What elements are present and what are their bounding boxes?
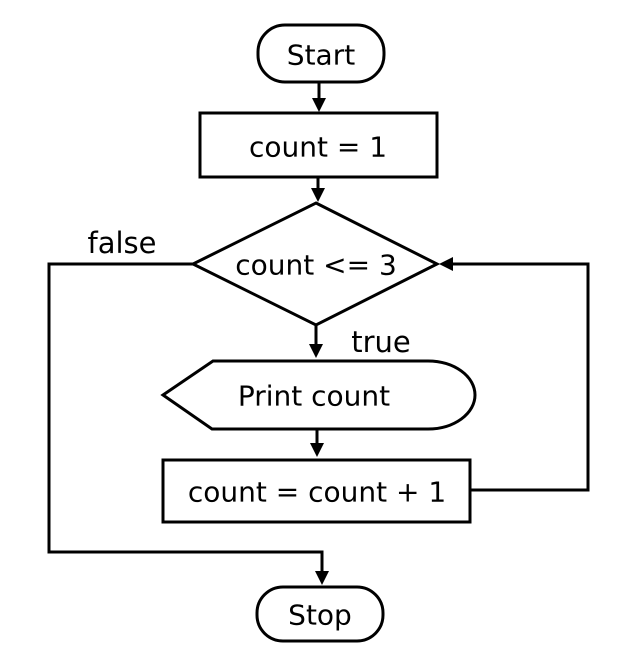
branch-label-false: false [88,226,157,260]
node-init: count = 1 [198,111,439,179]
edge-decision-false-to-stop [47,262,329,585]
edge-init-to-decision [311,177,325,202]
node-start: Start [256,23,386,84]
arrow-down-icon [311,188,325,202]
edge-start-to-init [312,82,326,112]
arrow-down-icon [315,571,329,585]
edge-line [452,262,590,492]
edge-increment-loop-to-decision [439,257,590,492]
edge-decision-true-to-print [309,325,323,358]
branch-label-true: true [351,325,411,359]
node-decision-label: count <= 3 [235,249,397,282]
node-print-label: Print count [238,380,390,413]
edge-print-to-increment [310,429,324,457]
node-decision: count <= 3 [189,201,441,327]
arrow-left-icon [439,257,453,271]
node-increment: count = count + 1 [161,458,472,524]
display-shape [160,359,477,431]
node-increment-label: count = count + 1 [188,476,446,509]
node-stop: Stop [255,585,385,643]
node-start-label: Start [287,39,355,72]
edge-line [47,262,324,572]
process-shape [198,111,439,179]
terminator-shape [255,585,385,643]
node-print: Print count [160,359,477,431]
arrow-down-icon [309,344,323,358]
node-stop-label: Stop [288,599,352,632]
decision-shape [189,201,441,327]
arrow-down-icon [310,443,324,457]
process-shape [161,458,472,524]
terminator-shape [256,23,386,84]
arrow-down-icon [312,98,326,112]
node-init-label: count = 1 [249,131,387,164]
